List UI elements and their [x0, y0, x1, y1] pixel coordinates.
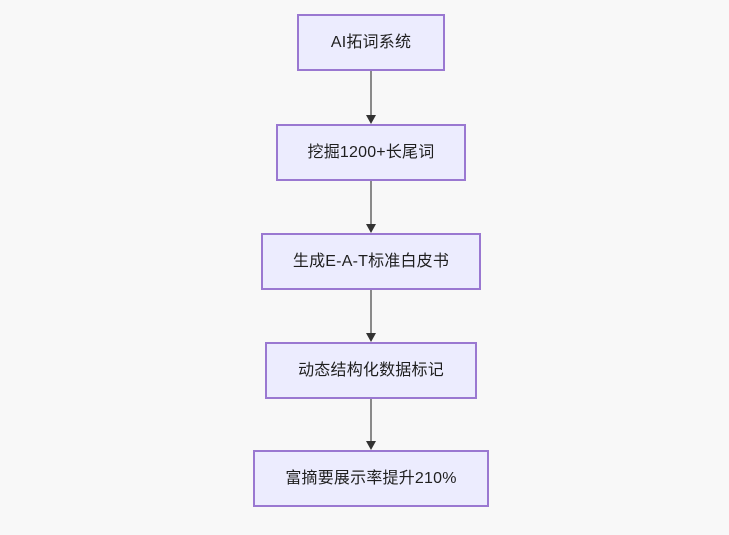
flow-node-rich-snippet-rate-increase[interactable]: 富摘要展示率提升210%: [253, 450, 489, 507]
flow-node-label: 富摘要展示率提升210%: [285, 469, 457, 487]
arrowhead-icon: [366, 115, 376, 124]
edge-line: [370, 181, 372, 226]
flow-node-mine-longtail-keywords[interactable]: 挖掘1200+长尾词: [276, 124, 466, 181]
flow-node-label: 生成E-A-T标准白皮书: [292, 252, 450, 270]
flow-node-generate-eat-whitepaper[interactable]: 生成E-A-T标准白皮书: [261, 233, 481, 290]
arrowhead-icon: [366, 441, 376, 450]
arrowhead-icon: [366, 224, 376, 233]
flow-node-ai-keyword-system[interactable]: AI拓词系统: [297, 14, 445, 71]
flow-node-label: 挖掘1200+长尾词: [307, 143, 435, 161]
arrowhead-icon: [366, 333, 376, 342]
flow-node-label: 动态结构化数据标记: [298, 361, 444, 379]
flow-node-dynamic-structured-data-markup[interactable]: 动态结构化数据标记: [265, 342, 477, 399]
edge-line: [370, 290, 372, 335]
edge-line: [370, 399, 372, 443]
flow-node-label: AI拓词系统: [330, 33, 412, 51]
edge-line: [370, 71, 372, 117]
